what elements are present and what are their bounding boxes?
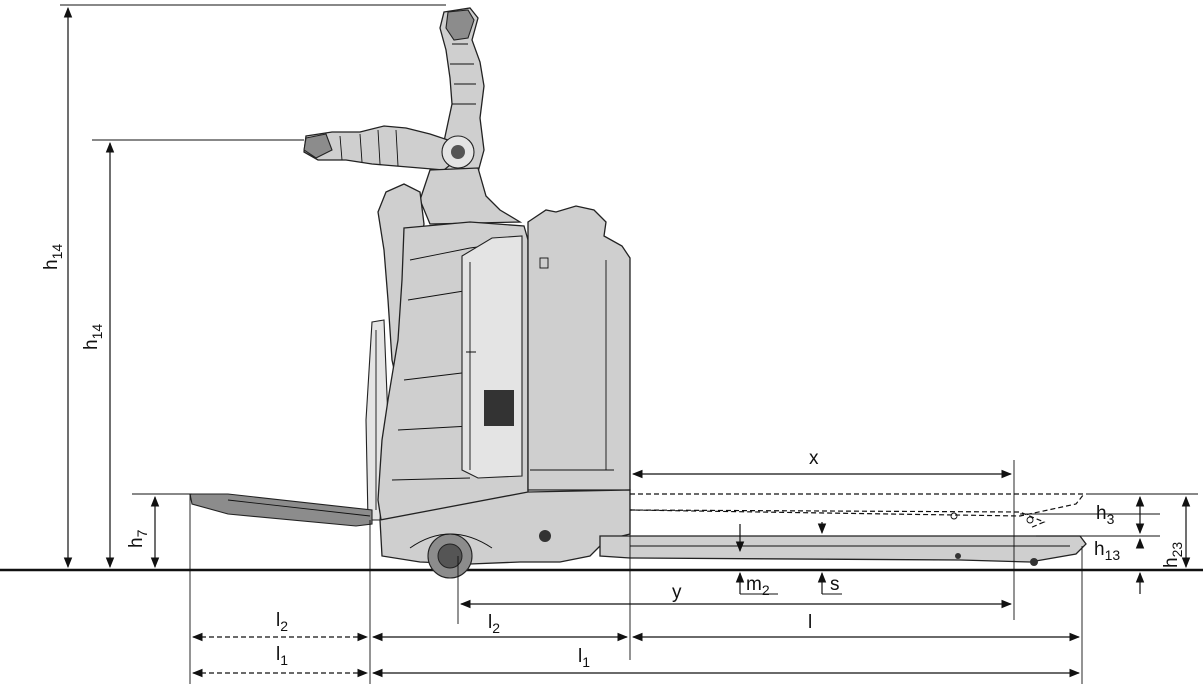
label-m2: m2: [746, 574, 770, 598]
fork-raised-dashed: [629, 493, 1086, 529]
label-h14-outer: h14: [41, 244, 65, 270]
label-l2-left: l2: [276, 610, 288, 634]
chassis-bolt: [539, 530, 551, 542]
vent-grille: [484, 390, 514, 426]
label-s: s: [830, 574, 840, 595]
label-h7: h7: [126, 529, 150, 548]
label-y: y: [672, 582, 682, 603]
tiller-horizontal: [303, 125, 475, 171]
battery-housing: [527, 205, 631, 491]
label-x: x: [809, 448, 819, 469]
tiller-neck: [419, 167, 523, 225]
label-l: l: [808, 612, 812, 633]
truck-drawing: [189, 7, 1087, 579]
label-l2-mid: l2: [488, 612, 500, 636]
label-h13: h13: [1094, 539, 1120, 563]
label-h3: h3: [1096, 503, 1115, 527]
step-frame: [461, 235, 523, 479]
battery-label-icon: [539, 257, 549, 269]
label-l1-left: l1: [276, 644, 288, 668]
rear-platform-fork: [189, 493, 373, 527]
label-h23: h23: [1161, 542, 1185, 568]
label-l1-main: l1: [578, 646, 590, 670]
fork-lowered: [599, 535, 1087, 566]
label-h14-inner: h14: [81, 324, 105, 350]
